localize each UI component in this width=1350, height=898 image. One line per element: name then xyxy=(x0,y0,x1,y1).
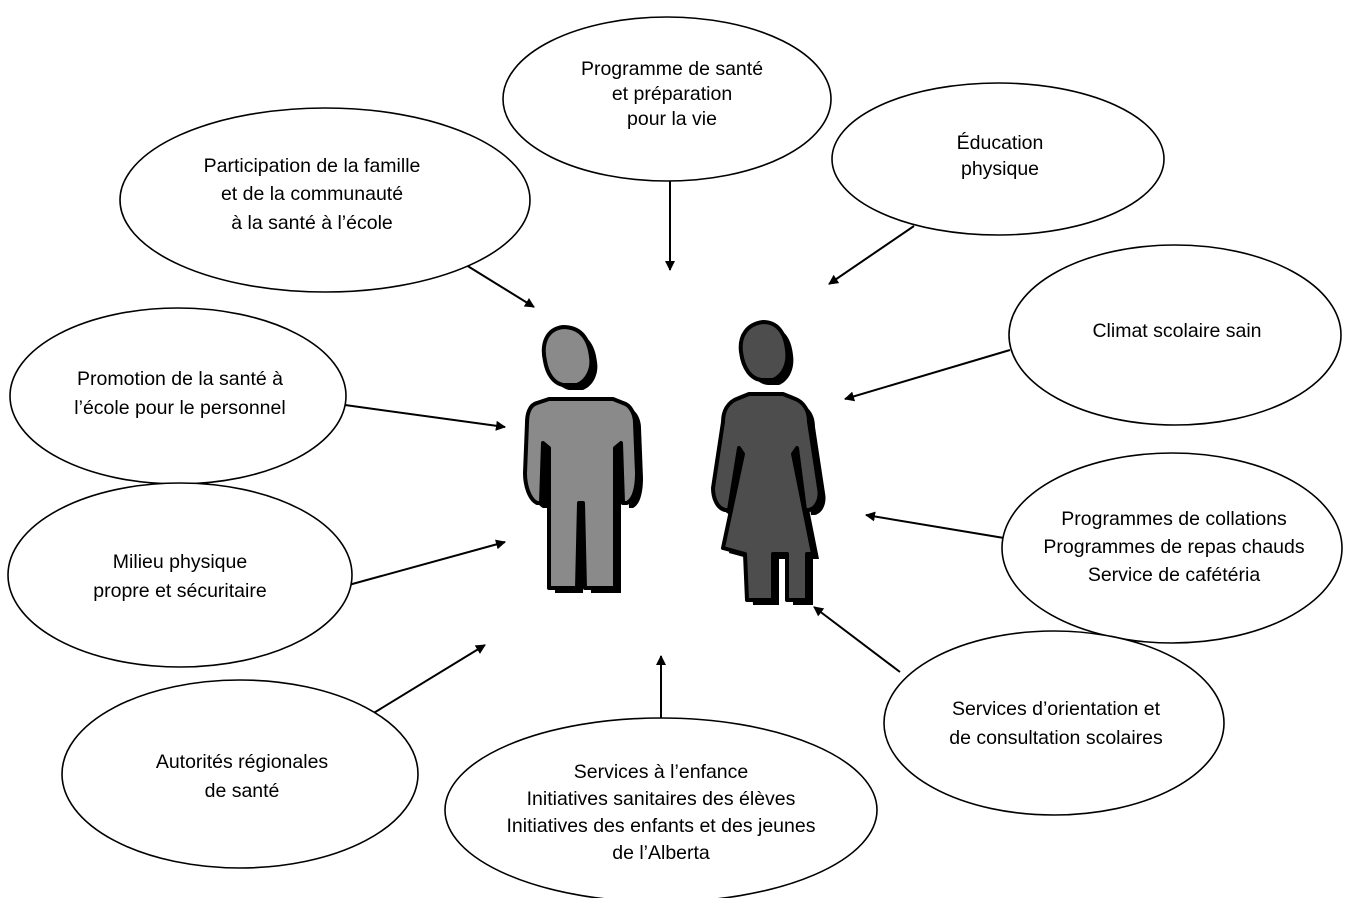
arrow xyxy=(813,606,901,673)
arrow xyxy=(344,539,506,587)
bubble-promotion-sante: Promotion de la santé à l’école pour le p… xyxy=(9,307,347,485)
bubble-autorites-regionales: Autorités régionales de santé xyxy=(61,679,419,869)
bubble-text: de l’Alberta xyxy=(612,842,710,864)
bubble-milieu-physique: Milieu physique propre et sécuritaire xyxy=(7,482,353,668)
arrow xyxy=(465,264,535,308)
bubble-climat-scolaire: Climat scolaire sain xyxy=(1008,244,1342,426)
arrow xyxy=(844,349,1011,402)
bubble-text: Service de cafétéria xyxy=(1088,564,1260,586)
bubble-text: physique xyxy=(961,158,1039,180)
arrow xyxy=(344,404,506,431)
bubble-text: Programme de santé xyxy=(581,58,763,80)
bubble-education-physique: Éducation physique xyxy=(831,82,1165,236)
arrows xyxy=(344,181,1011,723)
bubble-services-orientation: Services d’orientation et de consultation… xyxy=(883,630,1225,816)
bubble-text: à la santé à l’école xyxy=(231,212,393,234)
arrow xyxy=(371,644,486,715)
person-left-icon xyxy=(523,325,643,593)
arrow xyxy=(865,511,1005,539)
bubble-text: Initiatives des enfants et des jeunes xyxy=(507,815,816,837)
bubble-text: Services à l’enfance xyxy=(574,761,749,783)
bubble-text: Autorités régionales xyxy=(156,751,329,773)
bubble-participation-famille: Participation de la famille et de la comm… xyxy=(119,107,531,293)
bubble-text: Initiatives sanitaires des élèves xyxy=(527,788,796,810)
bubble-programme-sante: Programme de santé et préparation pour la … xyxy=(502,16,832,182)
bubble-text: Promotion de la santé à xyxy=(77,368,283,390)
bubble-text: l’école pour le personnel xyxy=(74,397,285,419)
person-right-icon xyxy=(711,320,826,605)
bubble-text: Milieu physique xyxy=(113,551,247,573)
bubble-text: Programmes de repas chauds xyxy=(1043,536,1304,558)
bubble-text: Services d’orientation et xyxy=(952,698,1161,720)
bubble-text: et de la communauté xyxy=(221,183,403,205)
bubble-text: propre et sécuritaire xyxy=(93,580,266,602)
bubble-text: Programmes de collations xyxy=(1061,508,1287,530)
bubble-text: pour la vie xyxy=(627,108,717,130)
bubble-text: Participation de la famille xyxy=(204,155,421,177)
svg-text:Climat scolaire sain: Climat scolaire sain xyxy=(1092,320,1261,342)
svg-text:Promotion de la santé àl’école: Promotion de la santé à l’école pour le p… xyxy=(74,368,285,419)
arrow xyxy=(828,225,915,285)
bubble-text: et préparation xyxy=(612,83,732,105)
bubble-text: de santé xyxy=(205,780,280,802)
bubble-text: Climat scolaire sain xyxy=(1092,320,1261,342)
bubble-text: de consultation scolaires xyxy=(949,727,1163,749)
bubble-text: Éducation xyxy=(957,131,1044,154)
